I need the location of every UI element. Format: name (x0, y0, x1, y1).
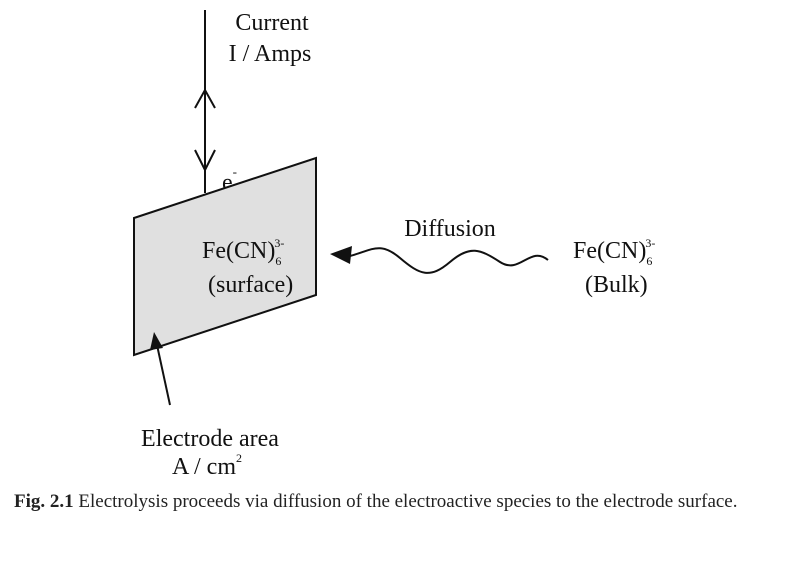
diffusion-label: Diffusion (404, 216, 496, 242)
diffusion-arrowhead-icon (330, 246, 352, 264)
area-units-label: A / cm2 (172, 451, 242, 480)
diffusion-wave (349, 247, 549, 274)
area-pointer-line (156, 344, 171, 406)
electrode-plate (133, 156, 317, 357)
area-arrowhead-icon (150, 332, 163, 350)
electrolysis-diagram: Current I / Amps e- Fe(CN)63- (surface) … (133, 10, 655, 480)
caption-text: Electrolysis proceeds via diffusion of t… (78, 491, 738, 512)
figure-number: Fig. 2.1 (14, 491, 74, 512)
surface-label: (surface) (208, 272, 293, 298)
area-label: Electrode area (141, 426, 279, 452)
electron-label: e- (222, 164, 237, 196)
bulk-species-label: Fe(CN)63- (573, 236, 655, 268)
up-arrow-icon (194, 87, 216, 109)
surface-species-label: Fe(CN)63- (202, 236, 284, 268)
current-units-label: I / Amps (229, 41, 312, 67)
current-label: Current (235, 10, 309, 36)
bulk-label: (Bulk) (585, 272, 648, 298)
down-arrow-icon (194, 149, 216, 173)
figure-caption: Fig. 2.1 Electrolysis proceeds via diffu… (14, 488, 794, 515)
